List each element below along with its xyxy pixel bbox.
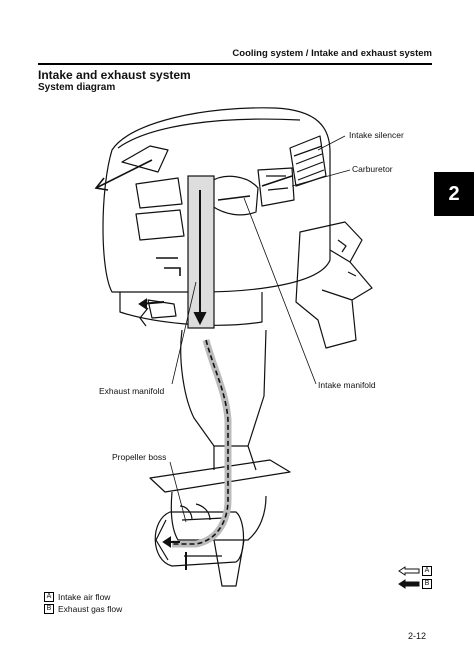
intake-arrow-main bbox=[95, 159, 153, 189]
clamp-bracket bbox=[295, 221, 373, 349]
exhaust-flow-path bbox=[172, 339, 232, 548]
callout-intake-manifold: Intake manifold bbox=[318, 380, 376, 390]
arrow-key-exhaust: B bbox=[398, 579, 432, 589]
running-head: Cooling system / Intake and exhaust syst… bbox=[232, 48, 432, 59]
legend-label: Exhaust gas flow bbox=[58, 604, 123, 614]
chapter-tab: 2 bbox=[434, 172, 474, 216]
legend-letter: A bbox=[44, 592, 54, 602]
cylinder-head-upper bbox=[135, 177, 183, 209]
legend-letter: B bbox=[44, 604, 54, 614]
section-subtitle: System diagram bbox=[38, 82, 116, 93]
header-rule bbox=[38, 63, 432, 65]
page-number: 2-12 bbox=[408, 631, 427, 641]
arrow-key-letter-b: B bbox=[422, 579, 432, 589]
arrow-key-letter-a: A bbox=[422, 566, 432, 576]
section-title: Intake and exhaust system bbox=[38, 68, 191, 82]
hollow-arrow-icon bbox=[398, 566, 420, 576]
propeller bbox=[154, 511, 245, 567]
intake-silencer-shape bbox=[289, 135, 327, 187]
legend-item-intake: A Intake air flow bbox=[44, 592, 110, 602]
legend-item-exhaust: B Exhaust gas flow bbox=[44, 604, 122, 614]
legend-label: Intake air flow bbox=[58, 592, 111, 602]
cylinder-head-lower bbox=[135, 209, 185, 241]
carburetor-shape bbox=[257, 167, 295, 207]
cowling-vent bbox=[121, 145, 169, 173]
chapter-number: 2 bbox=[448, 182, 460, 205]
callout-exhaust-manifold: Exhaust manifold bbox=[99, 386, 165, 396]
arrow-key-intake: A bbox=[398, 566, 432, 576]
lower-cowling bbox=[119, 292, 263, 326]
engine-cowling bbox=[102, 107, 331, 293]
callout-intake-silencer: Intake silencer bbox=[349, 130, 404, 140]
callout-carburetor: Carburetor bbox=[352, 164, 393, 174]
solid-arrow-icon bbox=[398, 579, 420, 589]
intake-manifold-shape bbox=[209, 175, 259, 216]
callout-propeller-boss: Propeller boss bbox=[112, 452, 167, 462]
